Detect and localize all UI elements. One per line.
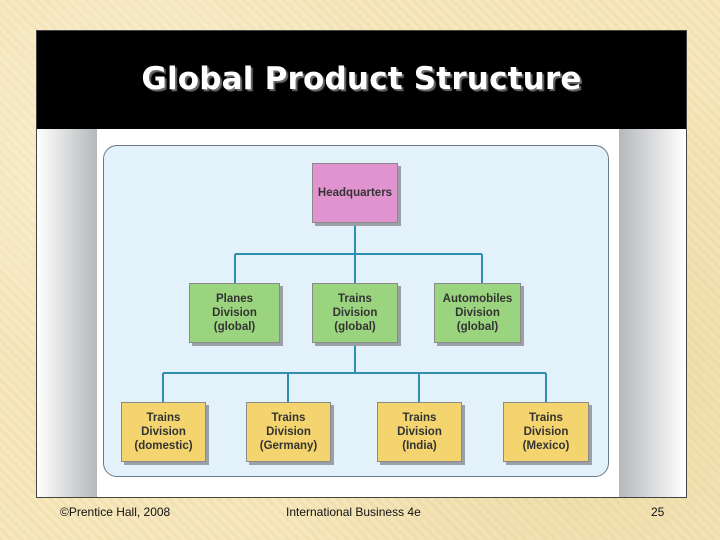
planes-division-box: Planes Division (global) xyxy=(189,283,280,343)
box-line: (global) xyxy=(456,321,499,333)
title-bar: Global Product Structure xyxy=(37,31,686,129)
box-line: Trains xyxy=(271,412,306,424)
footer-copyright: ©Prentice Hall, 2008 xyxy=(60,505,171,519)
box-line: Division xyxy=(266,426,311,438)
right-shade xyxy=(619,129,686,497)
box-line: Division xyxy=(141,426,186,438)
box-line: Planes xyxy=(215,293,254,305)
trains-domestic-box: Trains Division (domestic) xyxy=(121,402,206,462)
box-line: Trains xyxy=(529,412,563,424)
trains-germany-box: Trains Division (Germany) xyxy=(246,402,331,462)
box-line: Automobiles xyxy=(442,293,513,305)
box-line: (Mexico) xyxy=(522,440,570,452)
box-line: (domestic) xyxy=(134,440,193,452)
headquarters-box: Headquarters xyxy=(312,163,398,223)
box-line: (Germany) xyxy=(259,440,318,452)
box-line: Division xyxy=(332,307,378,319)
trains-mexico-box: Trains Division (Mexico) xyxy=(503,402,589,462)
footer-page-number: 25 xyxy=(651,505,665,519)
box-line: Division xyxy=(397,426,442,438)
slide-frame: Global Product Structure Headquarters Pl… xyxy=(36,30,687,498)
box-line: (India) xyxy=(402,440,437,452)
slide-title: Global Product Structure xyxy=(141,61,582,97)
automobiles-division-box: Automobiles Division (global) xyxy=(434,283,521,343)
box-line: Trains xyxy=(402,412,437,424)
footer-course: International Business 4e xyxy=(286,505,421,519)
box-line: Trains xyxy=(338,293,372,305)
box-line: Division xyxy=(212,307,257,319)
box-line: Division xyxy=(455,307,500,319)
box-line: (global) xyxy=(334,321,376,333)
left-shade xyxy=(37,129,97,497)
box-line: Division xyxy=(523,426,569,438)
box-line: (global) xyxy=(213,321,256,333)
connector-lines xyxy=(162,223,547,402)
headquarters-label: Headquarters xyxy=(317,187,393,199)
trains-division-box: Trains Division (global) xyxy=(312,283,398,343)
trains-india-box: Trains Division (India) xyxy=(377,402,462,462)
box-line: Trains xyxy=(146,412,181,424)
